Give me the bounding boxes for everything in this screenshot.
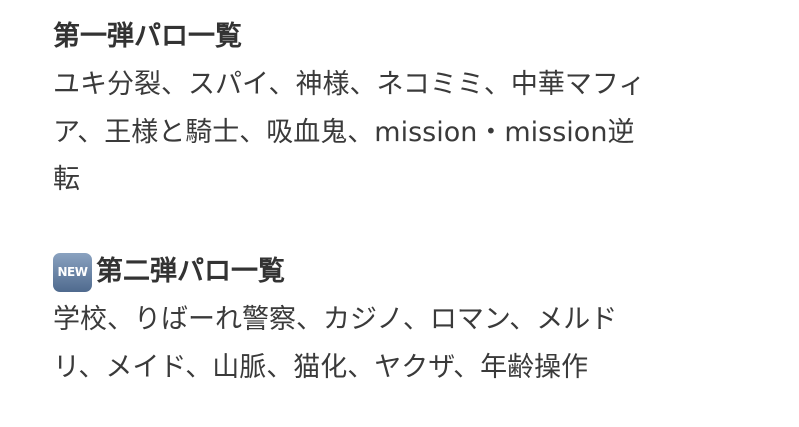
text-line: リ、メイド、山脈、猫化、ヤクザ、年齢操作 [53,351,589,383]
text-line: ユキ分裂、スパイ、神様、ネコミミ、中華マフィ [53,69,646,100]
text-line: 学校、りばーれ警察、カジノ、ロマン、メルド [53,304,618,335]
new-badge-icon: NEW [53,252,92,292]
section-heading: 第二弾パロ一覧 [96,256,285,287]
text-line: ア、王様と騎士、吸血鬼、mission・mission逆 [53,116,635,148]
section-first-parody-list: 第一弾パロ一覧 ユキ分裂、スパイ、神様、ネコミミ、中華マフィ ア、王様と騎士、吸… [53,13,645,204]
text-line: 転 [53,164,80,195]
section-heading: 第一弾パロ一覧 [53,21,242,52]
section-heading-row: NEW 第二弾パロ一覧 [53,248,617,296]
section-second-parody-list: NEW 第二弾パロ一覧 学校、りばーれ警察、カジノ、ロマン、メルド リ、メイド、… [53,248,617,391]
